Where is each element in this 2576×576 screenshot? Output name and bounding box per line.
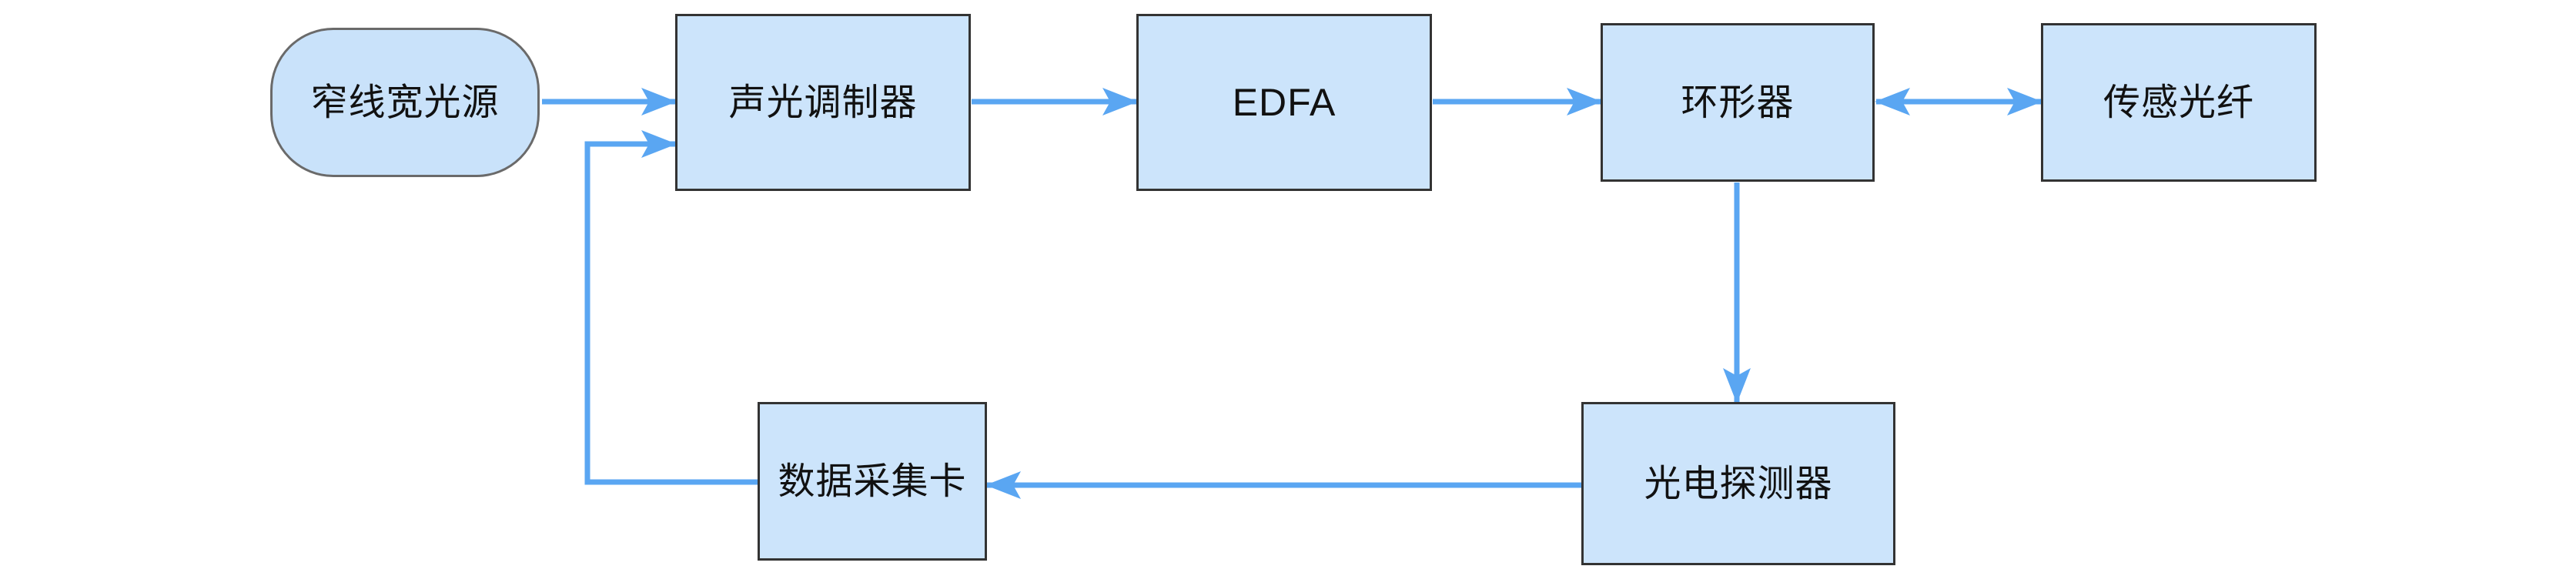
node-label: 光电探测器: [1644, 462, 1833, 505]
node-data-acquisition-card: 数据采集卡: [758, 402, 987, 561]
node-narrow-linewidth-source: 窄线宽光源: [270, 28, 540, 177]
node-label: EDFA: [1232, 81, 1337, 124]
node-circulator: 环形器: [1601, 23, 1875, 182]
node-label: 环形器: [1681, 81, 1795, 124]
node-edfa: EDFA: [1136, 14, 1432, 191]
node-sensing-fiber: 传感光纤: [2041, 23, 2317, 182]
node-label: 声光调制器: [728, 81, 918, 124]
arrow-daq-to-modulator: [584, 130, 758, 485]
node-photodetector: 光电探测器: [1581, 402, 1895, 565]
node-acousto-optic-modulator: 声光调制器: [675, 14, 971, 191]
node-label: 窄线宽光源: [310, 81, 500, 124]
node-label: 传感光纤: [2103, 81, 2254, 124]
node-label: 数据采集卡: [778, 460, 967, 503]
